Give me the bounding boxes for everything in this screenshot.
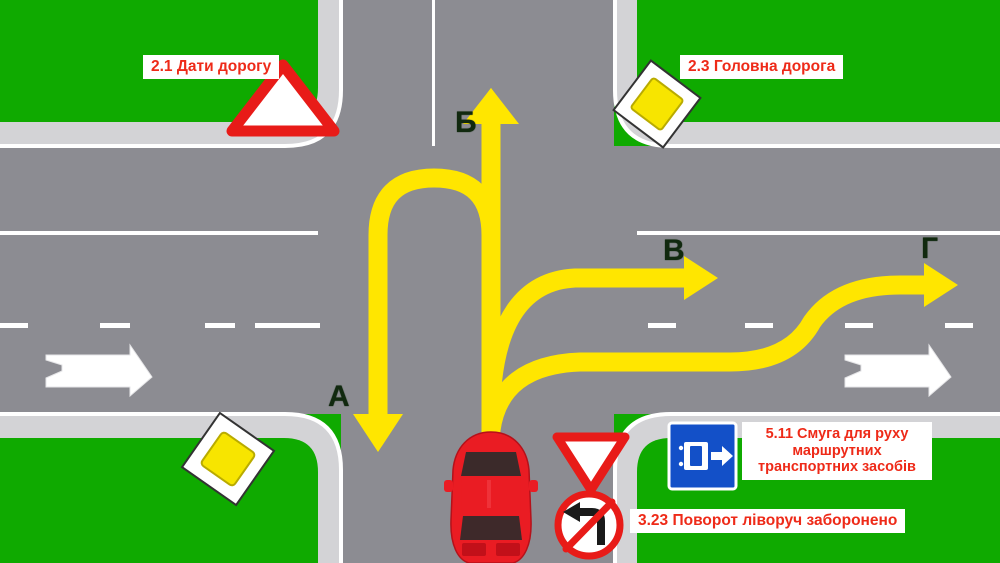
solid-white-line — [432, 0, 435, 146]
label-priority-road: 2.3 Головна дорога — [680, 55, 844, 79]
dashed-white-line — [0, 323, 320, 328]
arrowhead-a — [353, 414, 403, 452]
solid-white-line — [0, 231, 318, 235]
route-letter-b: Б — [455, 106, 477, 139]
priority-road-sign — [180, 411, 276, 507]
red-car — [444, 431, 538, 563]
dashed-white-line — [648, 323, 973, 328]
label-give-way: 2.1 Дати дорогу — [143, 55, 280, 79]
horizontal-lane-markings — [0, 231, 1000, 328]
priority-road-sign — [612, 59, 702, 149]
route-arrow-v-stem — [481, 268, 692, 401]
arrowhead-g — [924, 263, 958, 307]
solid-white-line — [637, 231, 1000, 235]
no-left-turn-sign — [554, 490, 624, 560]
give-way-sign — [552, 432, 630, 495]
lane-direction-arrow-marking — [844, 343, 952, 398]
vertical-lane-markings — [432, 0, 435, 146]
arrowhead-v — [684, 256, 718, 300]
route-letter-g: Г — [921, 232, 939, 265]
route-arrow-g-stem — [481, 275, 930, 432]
route-letter-v: В — [663, 234, 685, 267]
route-arrow-a-stem — [368, 168, 501, 420]
bus-lane-sign — [667, 421, 738, 491]
route-letter-a: А — [328, 380, 350, 413]
label-no-left-turn: 3.23 Поворот ліворуч заборонено — [630, 509, 906, 533]
give-way-sign — [226, 59, 340, 137]
label-bus-lane: 5.11 Смуга для руху маршрутних транспорт… — [742, 422, 932, 481]
route-arrow-heads — [353, 88, 958, 452]
lane-direction-arrow-marking — [45, 343, 153, 398]
